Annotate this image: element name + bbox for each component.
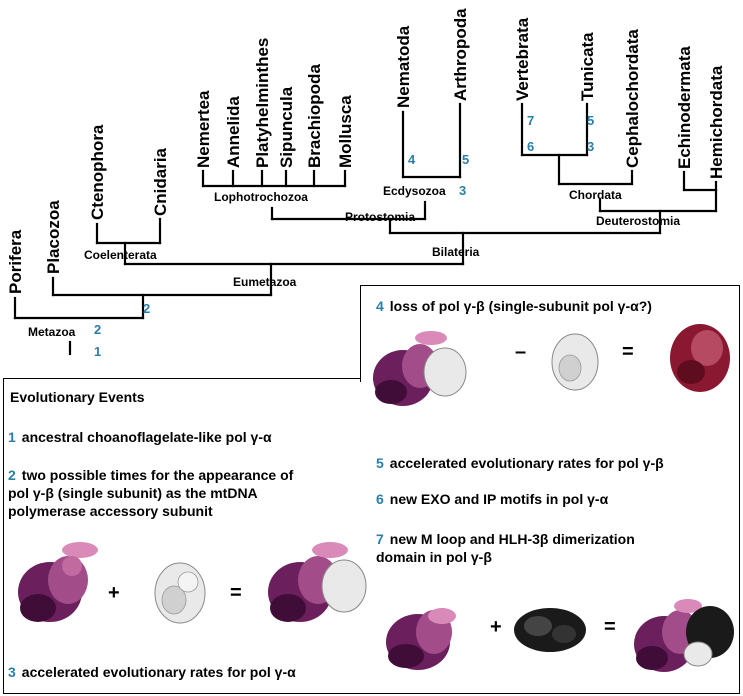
clade-protostomia: Protostomia <box>345 210 415 224</box>
evolutionary-events-panel <box>3 378 740 694</box>
taxon-vertebrata: Vertebrata <box>513 17 532 101</box>
tree-branches <box>13 102 718 356</box>
event-3-text: accelerated evolutionary rates for pol γ… <box>21 664 296 680</box>
clade-bilateria: Bilateria <box>432 245 480 259</box>
event-marker-metazoa-2: 2 <box>94 322 101 337</box>
event-marker-nematoda-4: 4 <box>408 152 416 167</box>
clade-ecdysozoa: Ecdysozoa <box>383 184 446 198</box>
taxon-mollusca: Mollusca <box>336 95 355 168</box>
event-2-number: 2 <box>8 467 16 483</box>
event-3-number: 3 <box>8 664 16 680</box>
event-2-line2: pol γ-β (single subunit) as the mtDNA <box>8 485 258 501</box>
taxon-nemertea: Nemertea <box>194 90 213 168</box>
event-7-number: 7 <box>376 531 384 547</box>
taxon-placozoa: Placozoa <box>44 200 63 274</box>
clade-chordata: Chordata <box>569 188 622 202</box>
taxon-annelida: Annelida <box>224 96 243 168</box>
event-6: 6 new EXO and IP motifs in pol γ-α <box>376 490 608 508</box>
panel-border-mask <box>362 377 736 381</box>
event-marker-ecdysozoa-3: 3 <box>459 183 466 198</box>
clade-labels: Coelenterata Eumetazoa Metazoa Lophotroc… <box>28 184 680 339</box>
taxon-platyhelminthes: Platyhelminthes <box>253 38 272 168</box>
single-subunit-pol-gamma-alpha-structure <box>670 324 730 392</box>
event-7: 7 new M loop and HLH-3β dimerization doma… <box>376 530 635 566</box>
tree-event-markers: 2 1 2 4 5 3 7 6 5 3 <box>94 113 594 359</box>
event-marker-vertebrata-6: 6 <box>527 139 534 154</box>
event-1: 1 ancestral choanoflagelate-like pol γ-α <box>8 428 272 446</box>
event-1-number: 1 <box>8 429 16 445</box>
event-4: 4 loss of pol γ-β (single-subunit pol γ-α… <box>376 297 652 315</box>
taxon-nematoda: Nematoda <box>394 25 413 108</box>
taxon-ctenophora: Ctenophora <box>88 124 107 220</box>
event-7-equals: = <box>604 616 616 638</box>
taxon-sipuncula: Sipuncula <box>277 86 296 168</box>
taxon-labels: Porifera Placozoa Ctenophora Cnidaria Ne… <box>6 8 726 294</box>
pol-gamma-beta-dimer-structure <box>514 608 586 652</box>
clade-lophotrochozoa: Lophotrochozoa <box>214 190 308 204</box>
event-7-line1: new M loop and HLH-3β dimerization <box>389 531 635 547</box>
event-marker-arthropoda-5: 5 <box>462 152 469 167</box>
pol-gamma-holoenzyme-dimer-structure <box>634 599 734 672</box>
taxon-cephalochordata: Cephalochordata <box>623 29 642 168</box>
pol-gamma-alpha-structure-1 <box>18 542 98 622</box>
event-marker-vertebrata-7: 7 <box>527 113 534 128</box>
taxon-arthropoda: Arthropoda <box>451 8 470 101</box>
event-3: 3 accelerated evolutionary rates for pol … <box>8 663 296 681</box>
clade-eumetazoa: Eumetazoa <box>233 275 297 289</box>
taxon-porifera: Porifera <box>6 229 25 294</box>
event-6-number: 6 <box>376 491 384 507</box>
pol-gamma-alpha-structure-3 <box>386 608 456 670</box>
event-marker-tunicata-5: 5 <box>587 113 594 128</box>
event-4-equals: = <box>622 341 634 363</box>
pol-gamma-holoenzyme-structure-1 <box>268 542 367 622</box>
event-4-text: loss of pol γ-β (single-subunit pol γ-α?… <box>389 298 652 314</box>
event-marker-tunicata-3: 3 <box>587 139 594 154</box>
clade-deuterostomia: Deuterostomia <box>596 214 680 228</box>
event-2-line3: polymerase accessory subunit <box>8 503 213 519</box>
event-5: 5 accelerated evolutionary rates for pol … <box>376 454 664 472</box>
event-2-equals: = <box>230 582 242 604</box>
pol-gamma-beta-structure-1 <box>154 562 206 624</box>
taxon-tunicata: Tunicata <box>578 32 597 101</box>
clade-metazoa: Metazoa <box>28 325 76 339</box>
taxon-brachiopoda: Brachiopoda <box>305 64 324 168</box>
event-2: 2 two possible times for the appearance o… <box>8 466 293 520</box>
event-4-minus: – <box>515 341 527 363</box>
events-panel-title: Evolutionary Events <box>10 389 145 405</box>
event-2-plus: + <box>108 582 120 604</box>
event-marker-eumetazoa-2: 2 <box>143 301 150 316</box>
event-5-number: 5 <box>376 455 384 471</box>
event-6-text: new EXO and IP motifs in pol γ-α <box>389 491 609 507</box>
pol-gamma-beta-structure-2 <box>551 333 599 391</box>
taxon-echinodermata: Echinodermata <box>675 46 694 169</box>
event-4-number: 4 <box>376 298 384 314</box>
pol-gamma-holoenzyme-structure-2 <box>373 331 467 406</box>
event-7-line2: domain in pol γ-β <box>376 549 492 565</box>
event-5-text: accelerated evolutionary rates for pol γ… <box>389 455 664 471</box>
event-7-plus: + <box>490 616 502 638</box>
event-1-text: ancestral choanoflagelate-like pol γ-α <box>21 429 272 445</box>
event-marker-metazoa-1: 1 <box>94 344 101 359</box>
event-2-line1: two possible times for the appearance of <box>21 467 294 483</box>
taxon-hemichordata: Hemichordata <box>707 65 726 179</box>
taxon-cnidaria: Cnidaria <box>151 147 170 216</box>
clade-coelenterata: Coelenterata <box>84 248 157 262</box>
